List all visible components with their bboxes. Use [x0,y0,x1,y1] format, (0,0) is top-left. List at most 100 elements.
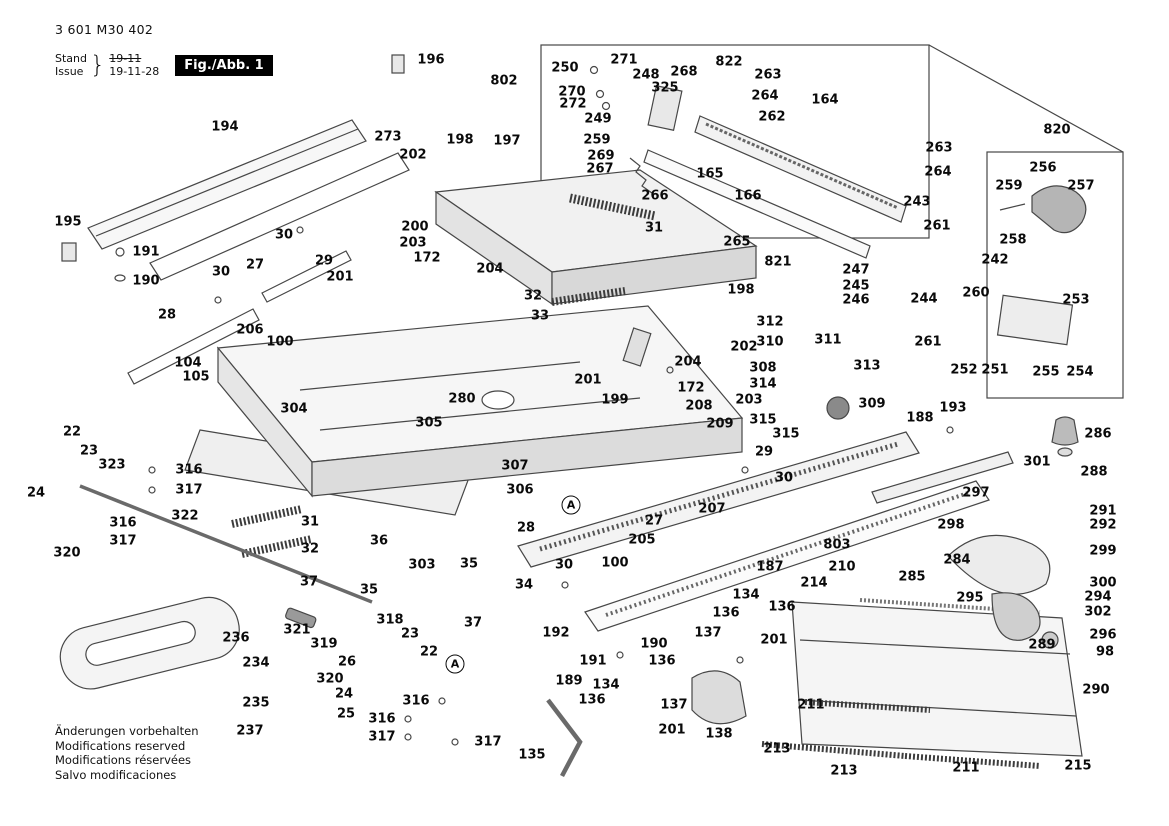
part-callout-22: 22 [62,424,82,440]
part-callout-190: 190 [132,273,160,289]
part-callout-213: 213 [830,763,858,779]
part-callout-33: 33 [530,308,550,324]
part-callout-821: 821 [764,254,792,270]
part-callout-32: 32 [300,541,320,557]
rail-194 [87,119,367,250]
part-callout-136: 136 [712,605,740,621]
part-callout-23: 23 [400,626,420,642]
part-callout-191: 191 [132,244,160,260]
part-callout-207: 207 [698,501,726,517]
part-callout-308: 308 [749,360,777,376]
part-callout-100: 100 [266,334,294,350]
part-callout-298: 298 [937,517,965,533]
part-callout-32: 32 [523,288,543,304]
part-callout-285: 285 [898,569,926,585]
part-callout-269: 269 [587,148,615,164]
part-callout-208: 208 [685,398,713,414]
part-callout-247: 247 [842,262,870,278]
part-callout-215: 215 [1064,758,1092,774]
part-callout-316: 316 [368,711,396,727]
part-callout-802: 802 [490,73,518,89]
part-callout-322: 322 [171,508,199,524]
part-callout-273: 273 [374,129,402,145]
part-callout-318: 318 [376,612,404,628]
part-callout-307: 307 [501,458,529,474]
rod-322 [79,484,373,604]
part-callout-191: 191 [579,653,607,669]
footer-note-line-3: Salvo modificaciones [55,767,177,782]
part-callout-290: 290 [1082,682,1110,698]
part-callout-27: 27 [245,257,265,273]
part-callout-27: 27 [644,513,664,529]
part-callout-246: 246 [842,292,870,308]
guard-294 [991,592,1041,641]
footer-note-line-2: Modifications réservées [55,753,192,767]
spring-266 [629,157,653,194]
part-callout-198: 198 [446,132,474,148]
part-callout-136: 136 [648,653,676,669]
part-callout-35: 35 [459,556,479,572]
part-callout-317: 317 [175,482,203,498]
part-callout-244: 244 [910,291,938,307]
part-callout-315: 315 [749,412,777,428]
part-callout-201: 201 [658,722,686,738]
part-callout-249: 249 [584,111,612,127]
part-callout-258: 258 [999,232,1027,248]
part-callout-201: 201 [326,269,354,285]
part-callout-30: 30 [774,470,794,486]
part-callout-317: 317 [474,734,502,750]
table-210-top [791,601,1083,757]
part-callout-288: 288 [1080,464,1108,480]
part-callout-28: 28 [157,307,177,323]
part-325 [647,85,683,131]
part-callout-294: 294 [1084,589,1112,605]
part-callout-214: 214 [800,575,828,591]
part-callout-135: 135 [518,747,546,763]
issue-label: Issue [55,65,84,78]
fence-301 [871,451,1014,504]
part-callout-30: 30 [554,557,574,573]
detail-box-820 [986,151,1124,399]
part-callout-195: 195 [54,214,82,230]
part-callout-314: 314 [749,376,777,392]
part-callout-29: 29 [754,444,774,460]
part-callout-321: 321 [283,622,311,638]
part-callout-272: 272 [559,96,587,112]
part-callout-137: 137 [660,697,688,713]
part-callout-136: 136 [768,599,796,615]
part-callout-136: 136 [578,692,606,708]
part-callout-259: 259 [995,178,1023,194]
part-callout-201: 201 [760,632,788,648]
part-callout-138: 138 [705,726,733,742]
part-callout-261: 261 [914,334,942,350]
part-callout-236: 236 [222,630,250,646]
part-callout-250: 250 [551,60,579,76]
part-callout-30: 30 [274,227,294,243]
part-callout-29: 29 [314,253,334,269]
part-callout-235: 235 [242,695,270,711]
part-callout-255: 255 [1032,364,1060,380]
part-callout-37: 37 [299,574,319,590]
stand-value: 19-11 [109,52,142,65]
part-callout-310: 310 [756,334,784,350]
header-block: 3 601 M30 402 Stand Issue } 19-11 19-11-… [55,22,273,79]
part-callout-319: 319 [310,636,338,652]
part-callout-304: 304 [280,401,308,417]
part-callout-35: 35 [359,582,379,598]
part-callout-309: 309 [858,396,886,412]
part-callout-242: 242 [981,252,1009,268]
rail-28 [127,308,260,385]
figure-badge: Fig./Abb. 1 [175,54,273,76]
part-callout-22: 22 [419,644,439,660]
part-callout-291: 291 [1089,503,1117,519]
part-309 [826,396,850,420]
part-callout-251: 251 [981,362,1009,378]
part-callout-189: 189 [555,673,583,689]
part-callout-30: 30 [211,264,231,280]
knob-286 [1051,416,1079,446]
part-callout-134: 134 [732,587,760,603]
guard-257 [1031,185,1087,234]
part-callout-263: 263 [925,140,953,156]
detail-marker-A: A [445,654,465,674]
